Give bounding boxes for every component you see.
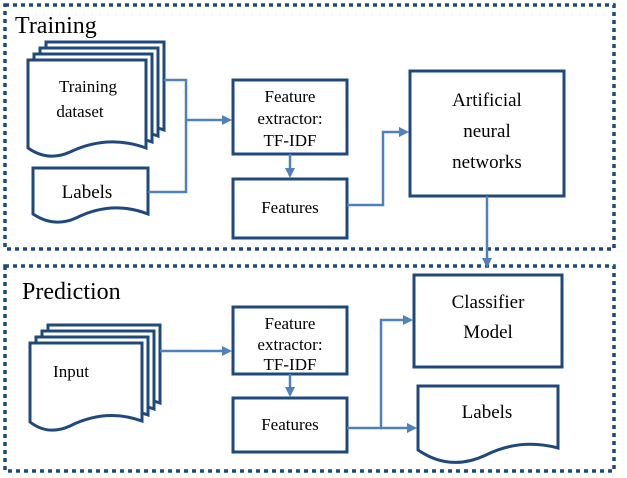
training-extractor-line2: extractor: [257,109,322,128]
classifier-line1: Classifier [452,292,525,313]
training-section-title: Training [15,13,97,39]
prediction-extractor-line1: Feature [265,314,316,333]
prediction-extractor-line3: TF-IDF [264,355,317,374]
training-dataset-shape [26,40,166,158]
training-features-label: Features [261,198,319,217]
prediction-features-to-classifier-connector [347,315,413,430]
prediction-section-frame [3,264,616,473]
training-features-to-ann-connector [347,127,409,207]
training-features-box [231,177,349,240]
training-section-frame [3,3,616,251]
ann-line2: neural [463,121,510,142]
prediction-extractor-line2: extractor: [257,335,322,354]
classifier-model-box [412,273,564,369]
input-shape [28,323,162,432]
prediction-labels-label: Labels [462,402,513,423]
prediction-features-label: Features [261,415,319,434]
ann-box [408,69,566,198]
prediction-section-title: Prediction [22,279,121,305]
training-dataset-label-line2: dataset [56,102,103,121]
classifier-line2: Model [463,322,513,343]
prediction-labels-shape [416,384,560,464]
ann-line1: Artificial [452,90,522,111]
prediction-features-box [231,396,349,454]
input-label: Input [53,362,89,381]
training-extractor-line3: TF-IDF [264,131,317,150]
training-dataset-connector [164,78,188,120]
training-labels-label: Labels [62,182,113,203]
ann-line3: networks [452,152,522,173]
training-dataset-label-line1: Training [59,77,117,96]
training-labels-connector [148,120,188,194]
training-labels-shape [31,166,150,224]
prediction-feature-extractor-box [231,305,349,376]
training-extractor-line1: Feature [265,87,316,106]
